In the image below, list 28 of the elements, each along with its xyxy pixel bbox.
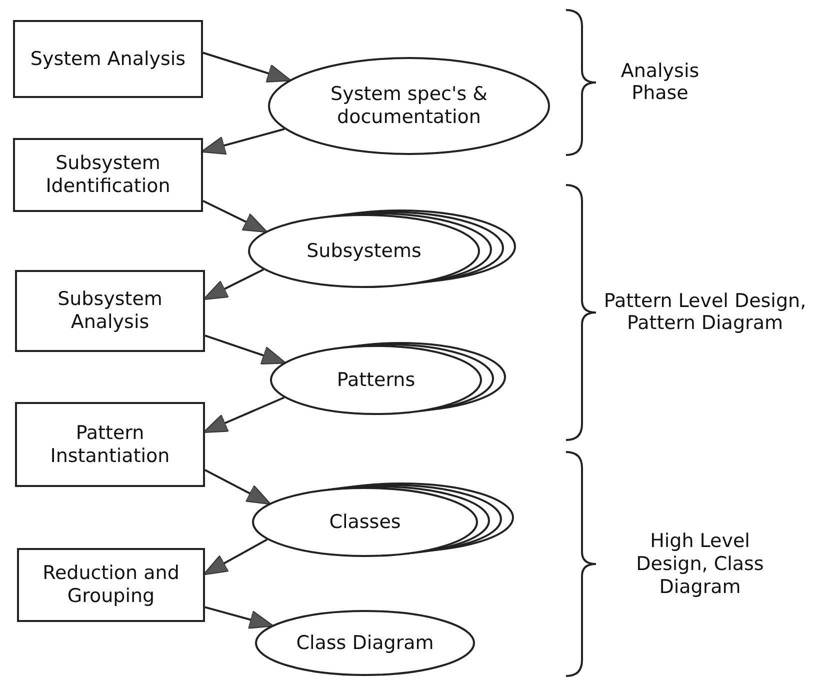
node-label: Pattern Instantiation <box>49 422 171 468</box>
arrow <box>202 200 268 233</box>
node-label: Classes <box>328 510 402 535</box>
node-label: System Analysis <box>29 48 187 70</box>
arrow <box>204 606 274 629</box>
phase-label: High Level Design, Class Diagram <box>635 530 765 598</box>
data-ellipse <box>268 57 550 155</box>
process-box <box>15 270 205 352</box>
data-ellipse <box>255 610 475 676</box>
phase-label: Pattern Level Design, Pattern Diagram <box>602 290 808 336</box>
node-label: Subsystem Identification <box>44 152 172 198</box>
stacked-ellipse <box>252 483 514 557</box>
process-box <box>15 402 205 487</box>
node-label: Subsystem Analysis <box>56 288 164 334</box>
process-box <box>17 548 205 622</box>
arrow <box>202 52 292 82</box>
stacked-ellipse <box>248 210 516 288</box>
node-label: Subsystems <box>306 238 422 264</box>
process-box <box>13 138 203 212</box>
arrow <box>204 469 272 505</box>
node-label: Patterns <box>336 368 416 393</box>
arrow <box>204 334 287 364</box>
node-label: Reduction and Grouping <box>42 562 180 608</box>
phase-label: Analysis Phase <box>620 60 700 106</box>
stacked-ellipse <box>270 341 506 415</box>
process-box <box>13 20 203 98</box>
node-label: System spec's & documentation <box>330 82 488 130</box>
node-label: Class Diagram <box>295 630 435 656</box>
